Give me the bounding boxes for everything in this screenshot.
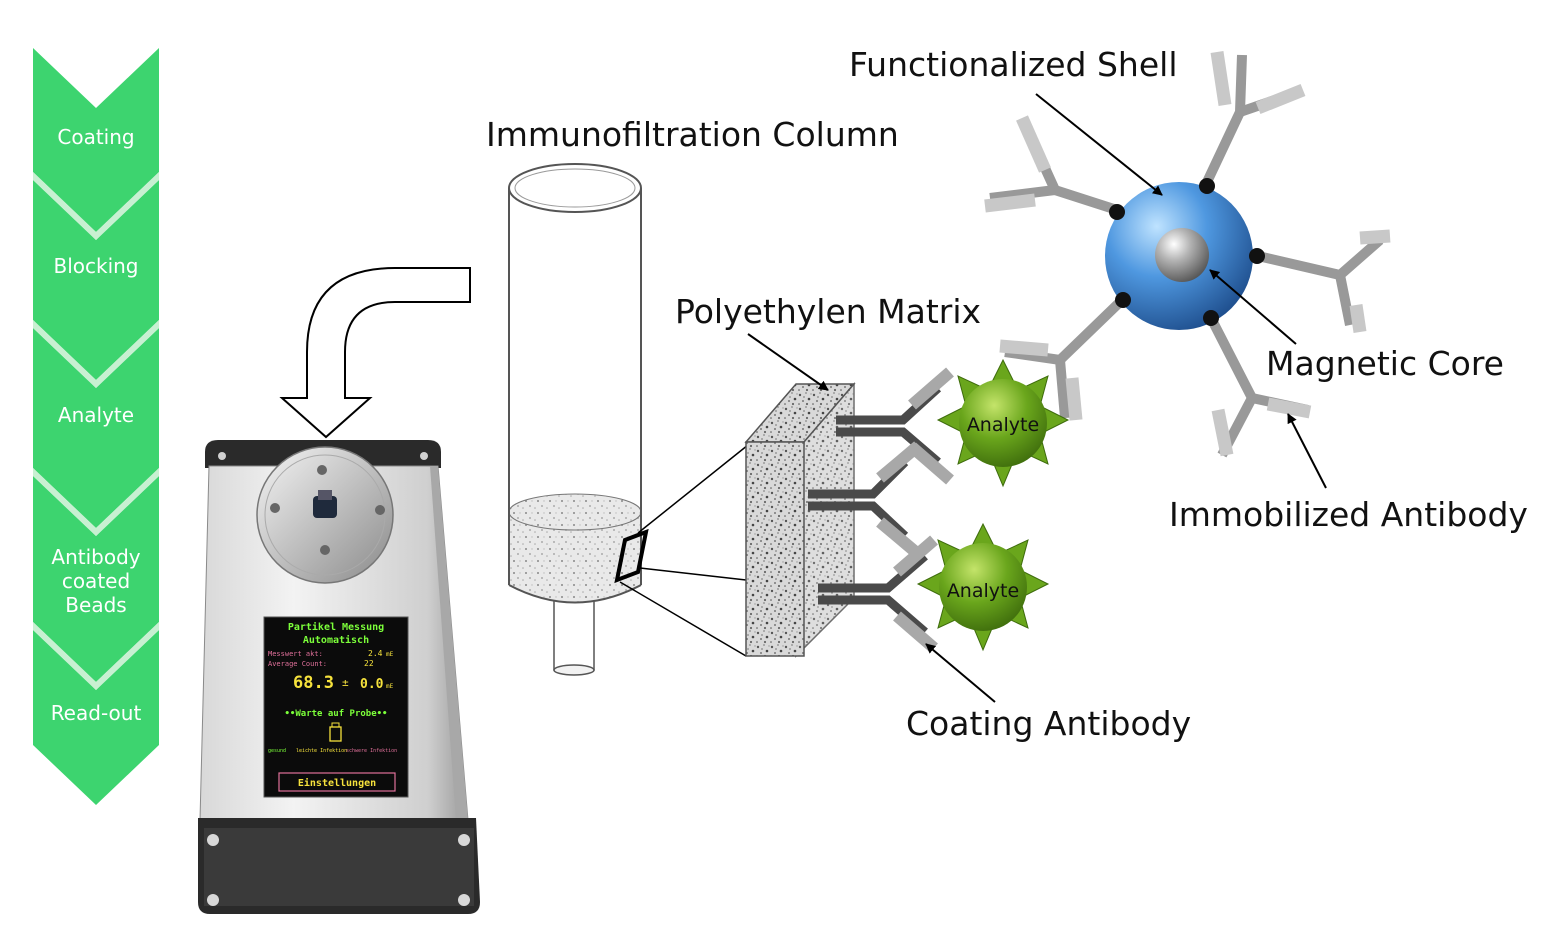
label-polyethylen-matrix: Polyethylen Matrix (675, 292, 981, 331)
screen-row2-value: 22 (364, 659, 374, 668)
step-label-beads-line: Beads (65, 593, 126, 617)
analyte-bottom: Analyte (916, 522, 1050, 652)
immunofiltration-column (508, 163, 649, 676)
label-magnetic-core: Magnetic Core (1266, 344, 1504, 383)
screen-row1-label: Messwert akt: (268, 650, 323, 658)
step-chevron-blocking (33, 180, 159, 380)
step-chevron-analyte (33, 328, 159, 528)
magnetic-bead (1105, 178, 1265, 330)
step-label-coating: Coating (57, 125, 134, 149)
step-chevron-readout (33, 630, 159, 805)
sample-port (313, 496, 337, 518)
step-label-blocking: Blocking (53, 254, 138, 278)
screen-status: ••Warte auf Probe•• (285, 709, 388, 719)
readout-device: Partikel Messung Automatisch Messwert ak… (198, 440, 480, 914)
legend-light-infection: leichte Infektion (296, 748, 347, 754)
analyte-label-bottom: Analyte (947, 580, 1019, 602)
screen-row1-unit: mE (386, 651, 394, 658)
screen-plusminus: ± (342, 676, 349, 689)
screen-deviation: 0.0 (360, 677, 384, 692)
step-label-analyte: Analyte (58, 403, 134, 427)
label-immobilized-antibody: Immobilized Antibody (1169, 495, 1528, 534)
label-immunofiltration-column: Immunofiltration Column (486, 115, 899, 154)
step-label-beads-line: Antibody (51, 545, 140, 569)
immobilized-antibodies (984, 51, 1391, 458)
coating-antibodies (808, 367, 954, 653)
screen-title-line2: Automatisch (303, 634, 369, 646)
analyte-label-top: Analyte (967, 414, 1039, 436)
screen-title-line1: Partikel Messung (288, 621, 384, 633)
flow-arrow (279, 267, 471, 439)
screen-reading-unit: mE (386, 683, 394, 690)
step-label-readout: Read-out (51, 701, 142, 725)
device-screen (263, 616, 409, 798)
settings-button-label: Einstellungen (298, 777, 376, 789)
label-functionalized-shell: Functionalized Shell (849, 45, 1178, 84)
magnetic-core (1155, 228, 1209, 282)
legend-healthy: gesund (268, 748, 286, 754)
settings-button[interactable] (278, 772, 396, 792)
zoom-window (614, 528, 649, 584)
label-coating-antibody: Coating Antibody (906, 704, 1191, 743)
polyethylen-matrix-block (744, 381, 856, 658)
legend-severe-infection: schwere Infektion (346, 748, 397, 754)
step-label-beads-line: coated (62, 569, 130, 593)
step-chevron-beads (33, 476, 159, 682)
screen-row1-value: 2.4 (368, 649, 383, 658)
analyte-top: Analyte (936, 358, 1070, 488)
step-chevron-coating (33, 48, 159, 232)
sample-vial-icon (329, 722, 342, 742)
screen-reading: 68.3 (293, 673, 334, 693)
screen-row2-label: Average Count: (268, 660, 327, 668)
